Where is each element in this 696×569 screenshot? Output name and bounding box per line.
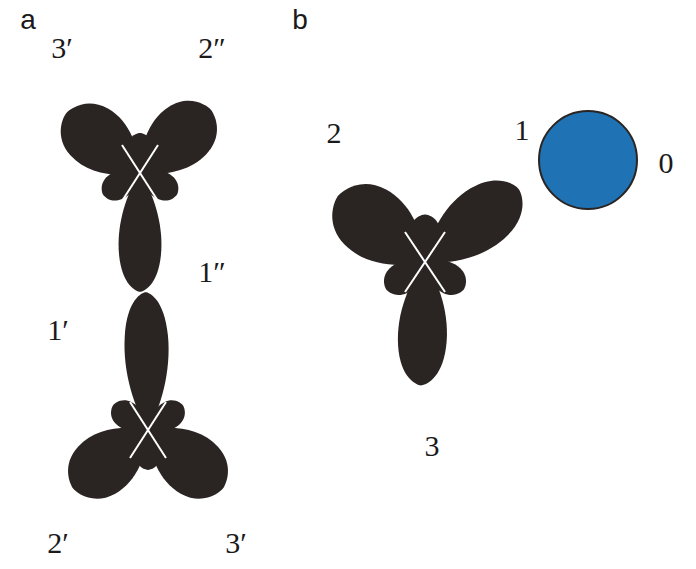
lobe-number: 1	[515, 115, 530, 145]
lobe-number: 2	[327, 118, 342, 148]
lobe-number: 1″	[198, 257, 226, 287]
panel-letter: a	[20, 6, 36, 34]
lobe-number: 0	[659, 148, 674, 178]
lobe-number: 2′	[47, 528, 69, 558]
lobe-number: 3	[425, 431, 440, 461]
lobe-number: 2″	[198, 33, 226, 63]
lobe-number: 3′	[51, 33, 73, 63]
panel-letter: b	[292, 6, 308, 34]
lobe-number: 1′	[47, 315, 69, 345]
lobe-number: 3′	[225, 528, 247, 558]
